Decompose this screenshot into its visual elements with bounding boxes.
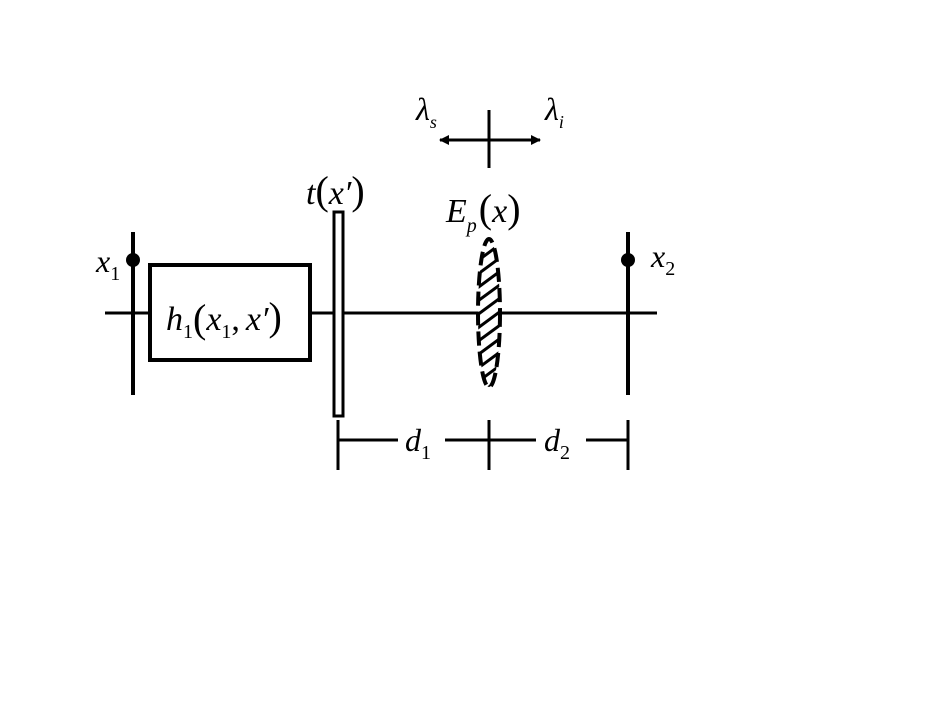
hatch-stripe — [478, 317, 500, 349]
hatch-stripe — [478, 358, 500, 387]
wavelength-arrows — [439, 110, 541, 168]
hatch-stripe — [478, 250, 500, 282]
label-x1: x1 — [95, 243, 120, 285]
label-ep: Ep(x) — [445, 186, 521, 237]
source-point-dot — [126, 253, 140, 267]
hatch-stripe — [478, 331, 500, 362]
hatch-stripe — [478, 239, 500, 268]
label-d2: d2 — [544, 422, 570, 464]
hatch-stripe — [478, 291, 500, 322]
label-lambda-i: λi — [544, 91, 564, 132]
label-t: t(x′) — [306, 168, 365, 213]
label-h1: h1(x1,x′) — [166, 294, 282, 343]
label-x2: x2 — [650, 238, 675, 280]
nonlinear-crystal — [476, 237, 502, 389]
object-mask — [332, 210, 345, 418]
hatch-stripe — [478, 264, 500, 295]
hatch-stripe — [478, 304, 500, 335]
hatch-stripe — [478, 277, 500, 309]
label-lambda-s: λs — [415, 91, 437, 132]
distance-markers — [336, 420, 630, 470]
label-d1: d1 — [405, 422, 431, 464]
hatch-stripe — [478, 344, 500, 376]
detector-point-dot — [621, 253, 635, 267]
hatch-stripe — [478, 385, 500, 387]
transfer-function-box — [148, 263, 312, 362]
